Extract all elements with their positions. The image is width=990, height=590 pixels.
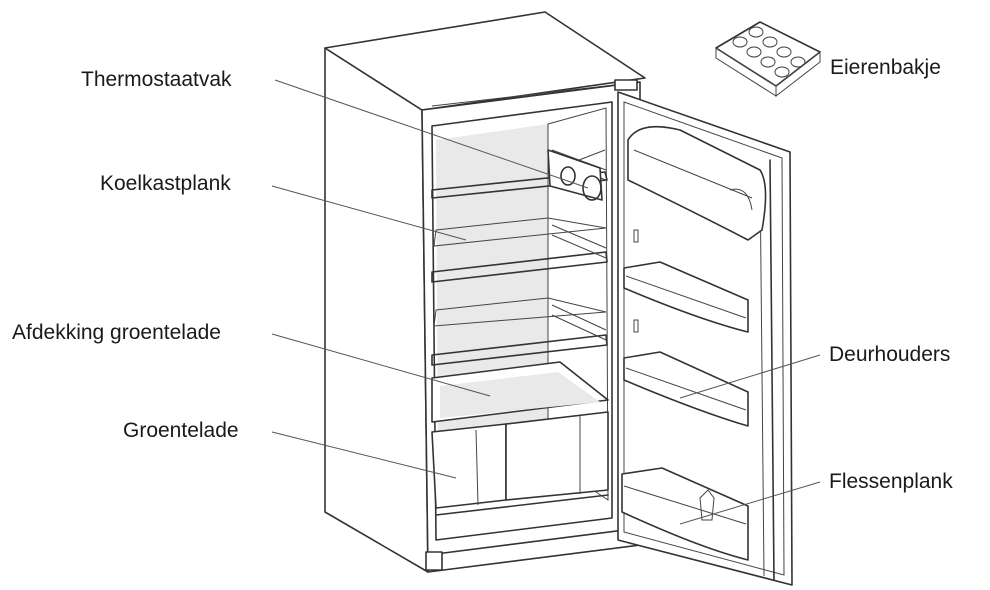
egg-tray — [716, 22, 820, 96]
label-eierenbakje: Eierenbakje — [830, 56, 941, 80]
label-deurhouders: Deurhouders — [829, 343, 950, 367]
label-flessenplank: Flessenplank — [829, 470, 953, 494]
label-koelkastplank: Koelkastplank — [100, 172, 231, 196]
label-thermostaatvak: Thermostaatvak — [81, 68, 232, 92]
label-groentelade: Groentelade — [123, 419, 239, 443]
label-afdekking-groentelade: Afdekking groentelade — [12, 321, 221, 345]
fridge-door — [618, 92, 792, 585]
